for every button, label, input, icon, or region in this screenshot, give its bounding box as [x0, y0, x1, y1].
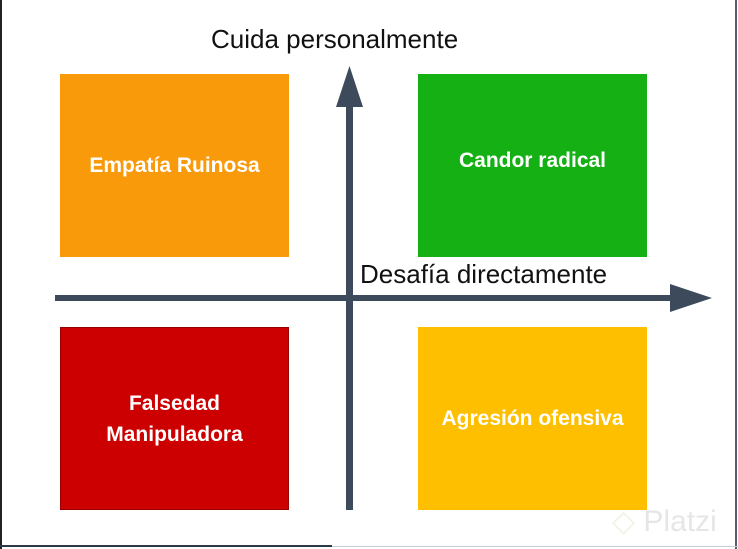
quadrant-label: Empatía Ruinosa: [89, 154, 260, 177]
y-axis-line: [346, 95, 353, 510]
frame-border-right: [735, 0, 737, 549]
frame-border-bottom-light: [332, 546, 738, 547]
platzi-watermark: ◇ Platzi: [612, 504, 717, 539]
quadrant-label: Falsedad Manipuladora: [106, 391, 243, 446]
quadrant-label: Candor radical: [458, 149, 607, 172]
y-axis-label: Cuida personalmente: [211, 24, 459, 54]
x-axis-label: Desafía directamente: [360, 259, 608, 289]
quadrant-empatia-ruinosa: Empatía Ruinosa: [60, 74, 289, 257]
x-axis-arrowhead: [670, 284, 712, 312]
quadrant-candor-radical: Candor radical: [418, 74, 647, 257]
quadrant-falsedad-manipuladora: Falsedad Manipuladora: [60, 327, 289, 510]
watermark-text: Platzi: [643, 505, 717, 538]
frame-border-bottom: [0, 545, 332, 547]
y-axis-arrowhead: [336, 66, 363, 107]
quadrant-label: Agresión ofensiva: [441, 407, 624, 430]
frame-border-left: [0, 0, 2, 549]
platzi-logo-icon: ◇: [612, 505, 636, 538]
x-axis-line: [55, 295, 675, 301]
quadrant-agresion-ofensiva: Agresión ofensiva: [418, 327, 647, 510]
